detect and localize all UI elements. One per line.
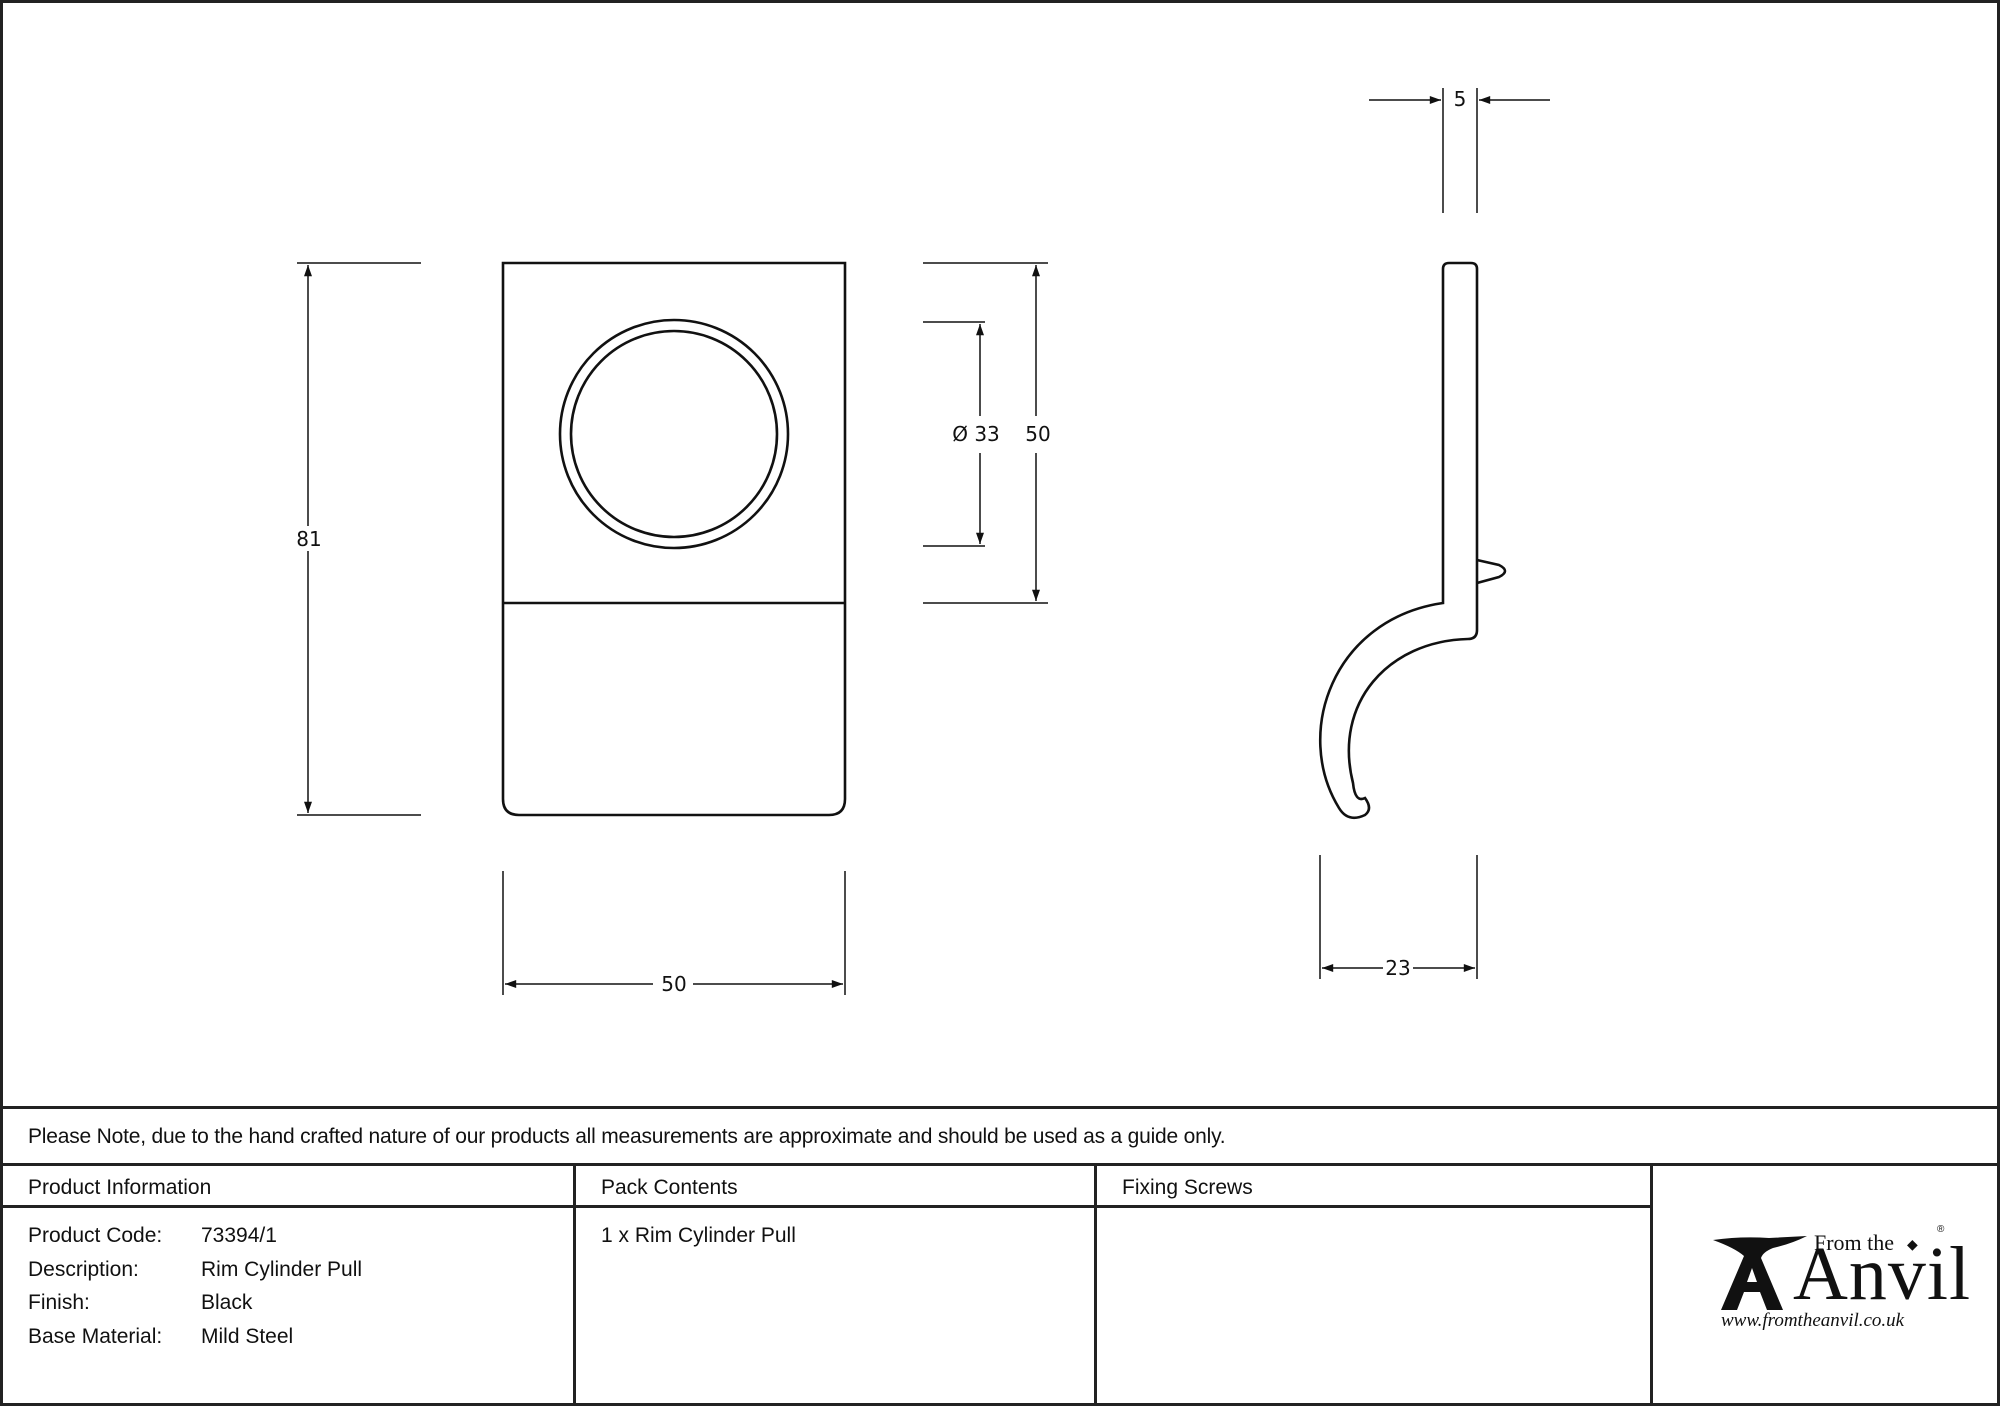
pack-contents-panel: Pack Contents 1 x Rim Cylinder Pull xyxy=(573,1166,1094,1406)
info-row-description: Description: Rim Cylinder Pull xyxy=(28,1258,573,1292)
front-view xyxy=(501,261,847,817)
info-row-base-material: Base Material: Mild Steel xyxy=(28,1325,573,1359)
product-code-value: 73394/1 xyxy=(201,1224,277,1247)
cylinder-outer-ring xyxy=(558,318,790,550)
technical-drawing: 81 50 Ø 33 50 xyxy=(296,87,1550,996)
base-material-value: Mild Steel xyxy=(201,1324,294,1348)
fixing-screws-body xyxy=(1097,1208,1650,1224)
logo-brand: Anvil xyxy=(1793,1232,1972,1316)
dimension-label-81: 81 xyxy=(296,527,321,551)
finish-value: Black xyxy=(201,1291,253,1314)
diamond-icon: ◆ xyxy=(1907,1236,1918,1252)
info-row-product-code: Product Code: 73394/1 xyxy=(28,1224,573,1258)
dimension-plate-thickness xyxy=(1369,88,1550,213)
dimension-label-diameter: Ø 33 xyxy=(952,422,1000,446)
disclaimer-note: Please Note, due to the hand crafted nat… xyxy=(28,1125,1226,1148)
dimension-plate-height xyxy=(923,262,1048,604)
dimension-overall-width xyxy=(502,871,846,995)
dimension-cylinder-diameter xyxy=(923,321,985,547)
fixing-screws-panel: Fixing Screws xyxy=(1094,1166,1650,1406)
dimension-label-23: 23 xyxy=(1385,956,1410,980)
product-information-heading: Product Information xyxy=(3,1166,573,1208)
fixing-screws-heading: Fixing Screws xyxy=(1097,1166,1650,1208)
pack-contents-item: 1 x Rim Cylinder Pull xyxy=(601,1224,796,1247)
anvil-icon xyxy=(1713,1236,1807,1310)
dimension-label-5: 5 xyxy=(1454,87,1467,111)
dimension-label-50-height: 50 xyxy=(1025,422,1050,446)
description-value: Rim Cylinder Pull xyxy=(201,1257,363,1281)
cylinder-inner-ring xyxy=(569,329,779,539)
logo-url: www.fromtheanvil.co.uk xyxy=(1721,1310,1905,1331)
dimension-overall-height xyxy=(297,262,421,816)
product-information-panel: Product Information Product Code: 73394/… xyxy=(3,1166,573,1406)
from-the-anvil-logo: From the ◆ Anvil ® www.fromtheanvil.co.u… xyxy=(1711,1224,1970,1340)
dimension-label-50-width: 50 xyxy=(661,972,686,996)
brand-logo-panel: From the ◆ Anvil ® www.fromtheanvil.co.u… xyxy=(1650,1166,2000,1406)
disclaimer-note-row: Please Note, due to the hand crafted nat… xyxy=(3,1106,2000,1166)
side-view xyxy=(1318,261,1507,820)
registered-mark: ® xyxy=(1937,1224,1945,1235)
info-row-finish: Finish: Black xyxy=(28,1291,573,1325)
pack-contents-heading: Pack Contents xyxy=(576,1166,1094,1208)
dimension-projection xyxy=(1319,855,1478,979)
